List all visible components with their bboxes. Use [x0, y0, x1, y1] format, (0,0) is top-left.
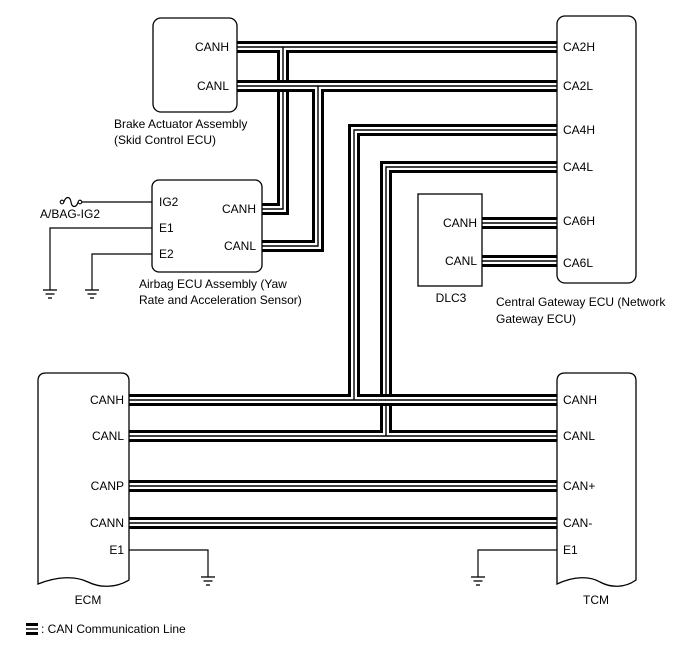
- ground-icon: [201, 576, 215, 586]
- ecm-e1-ground-wire: [129, 549, 209, 577]
- tcm-pin-canh: CANH: [563, 393, 597, 407]
- tcm-label: TCM: [583, 593, 609, 607]
- airbag-ecu-box: [151, 179, 263, 273]
- power-ground-wires: [49, 201, 557, 577]
- airbag-pin-canh: CANH: [222, 202, 256, 216]
- can-line-airbag-canl: [262, 86, 324, 252]
- tcm-pin-can-minus: CAN-: [563, 516, 592, 530]
- tcm-pin-canl: CANL: [563, 429, 595, 443]
- ecm-pin-e1: E1: [109, 543, 124, 557]
- ecm-pin-canp: CANP: [91, 479, 124, 493]
- dlc3-pin-canl: CANL: [445, 254, 477, 268]
- fuse-icon: [59, 196, 83, 208]
- brake-actuator-box: [152, 17, 238, 113]
- can-line-airbag-canl-core: [262, 86, 319, 247]
- gateway-pin-ca2h: CA2H: [563, 40, 595, 54]
- airbag-pin-e1: E1: [159, 221, 174, 235]
- ecm-pin-cann: CANN: [90, 516, 124, 530]
- ecm-pin-canl: CANL: [92, 429, 124, 443]
- ground-icon: [471, 576, 485, 586]
- ecm-box: [37, 372, 130, 587]
- airbag-ecu-label-line-1: Airbag ECU Assembly (Yaw: [139, 277, 287, 291]
- airbag-ecu-label-line-2: Rate and Acceleration Sensor): [139, 293, 302, 307]
- gateway-pin-ca4l: CA4L: [563, 160, 593, 174]
- can-line-airbag-canl-gap: [262, 86, 321, 249]
- airbag-e1-ground-wire: [49, 227, 152, 290]
- can-line-airbag-canh-lower: [262, 92, 289, 215]
- can-line-airbag-canh-lower-core: [262, 92, 284, 210]
- can-lines-core: [26, 46, 557, 630]
- gateway-pin-ca6h: CA6H: [563, 214, 595, 228]
- airbag-pin-ig2: IG2: [159, 195, 179, 209]
- ecm-pin-canh: CANH: [90, 393, 124, 407]
- airbag-pin-canl: CANL: [224, 239, 256, 253]
- ecm-label: ECM: [75, 593, 102, 607]
- tcm-pin-e1: E1: [563, 543, 578, 557]
- tcm-box: [556, 372, 637, 587]
- gateway-pin-ca2l: CA2L: [563, 79, 593, 93]
- can-line-ca4h-branch-core: [353, 129, 557, 400]
- central-gateway-label-line-2: Gateway ECU): [496, 312, 576, 326]
- dlc3-pin-canh: CANH: [443, 216, 477, 230]
- dlc3-label: DLC3: [436, 291, 467, 305]
- ground-icon: [85, 289, 99, 299]
- gateway-pin-ca4h: CA4H: [563, 123, 595, 137]
- brake-pin-canl: CANL: [197, 79, 229, 93]
- fuse-label: A/BAG-IG2: [40, 207, 100, 221]
- central-gateway-box: [556, 15, 637, 284]
- central-gateway-label-line-1: Central Gateway ECU (Network: [496, 295, 666, 309]
- tcm-e1-ground-wire: [477, 549, 557, 577]
- legend-text: : CAN Communication Line: [41, 622, 186, 636]
- gateway-pin-ca6l: CA6L: [563, 256, 593, 270]
- brake-actuator-label-line-1: Brake Actuator Assembly: [114, 117, 247, 131]
- brake-actuator-label-line-2: (Skid Control ECU): [114, 133, 216, 147]
- airbag-pin-e2: E2: [159, 247, 174, 261]
- tcm-pin-can-plus: CAN+: [563, 479, 595, 493]
- brake-pin-canh: CANH: [195, 40, 229, 54]
- dlc3-box: [417, 193, 483, 287]
- airbag-e2-ground-wire: [91, 253, 152, 290]
- can-line-ca4l-branch-upper-core: [385, 166, 557, 394]
- ground-icon: [43, 289, 57, 299]
